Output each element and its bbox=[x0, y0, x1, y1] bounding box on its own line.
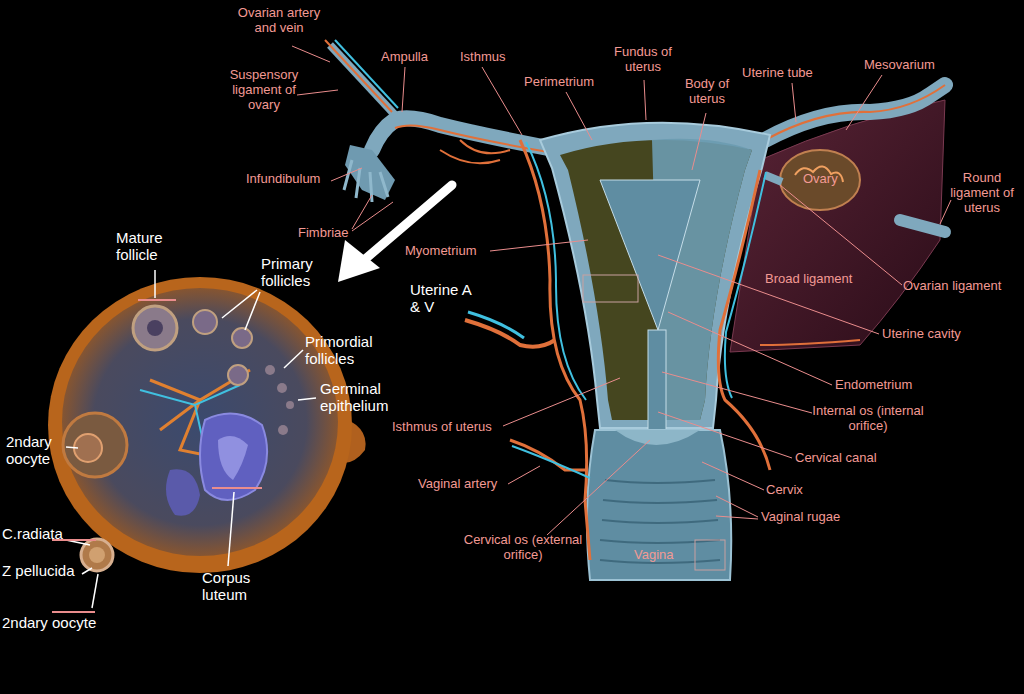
part-label: Uterine A & V bbox=[410, 281, 482, 316]
part-label: Perimetrium bbox=[524, 75, 594, 90]
part-label: Ovarian ligament bbox=[903, 279, 1001, 294]
part-label: Z pellucida bbox=[2, 562, 75, 579]
part-label: Cervix bbox=[766, 483, 803, 498]
part-label: Uterine tube bbox=[742, 66, 813, 81]
part-label: Ovarian artery and vein bbox=[226, 6, 332, 36]
part-label: Suspensory ligament of ovary bbox=[228, 68, 300, 113]
part-label: C.radiata bbox=[2, 525, 63, 542]
part-label: Ovary bbox=[803, 172, 838, 187]
part-label: Round ligament of uterus bbox=[948, 171, 1016, 216]
part-label: Internal os (internal orifice) bbox=[812, 404, 924, 434]
part-label: Vaginal rugae bbox=[761, 510, 840, 525]
part-label: Endometrium bbox=[835, 378, 912, 393]
part-label: Fimbriae bbox=[298, 226, 349, 241]
part-label: Corpus luteum bbox=[202, 569, 268, 604]
part-label: Mature follicle bbox=[116, 229, 188, 264]
part-label: Vagina bbox=[634, 548, 674, 563]
part-label: Isthmus bbox=[460, 50, 506, 65]
part-label: Cervical canal bbox=[795, 451, 877, 466]
part-label: Vaginal artery bbox=[418, 477, 497, 492]
part-label: Fundus of uterus bbox=[608, 45, 678, 75]
part-label: Body of uterus bbox=[678, 77, 736, 107]
part-label: Broad ligament bbox=[765, 272, 852, 287]
part-label: Uterine cavity bbox=[882, 327, 961, 342]
part-label: Myometrium bbox=[405, 244, 477, 259]
part-label: Primordial follicles bbox=[305, 333, 397, 368]
part-label: 2ndary oocyte bbox=[2, 614, 96, 631]
part-label: Isthmus of uterus bbox=[392, 420, 492, 435]
part-label: Cervical os (external orifice) bbox=[458, 533, 588, 563]
part-label: Primary follicles bbox=[261, 255, 339, 290]
part-label: 2ndary oocyte bbox=[6, 433, 68, 468]
part-label: Mesovarium bbox=[864, 58, 935, 73]
part-label: Germinal epithelium bbox=[320, 380, 418, 415]
part-label: Ampulla bbox=[381, 50, 428, 65]
part-label: Infundibulum bbox=[246, 172, 320, 187]
